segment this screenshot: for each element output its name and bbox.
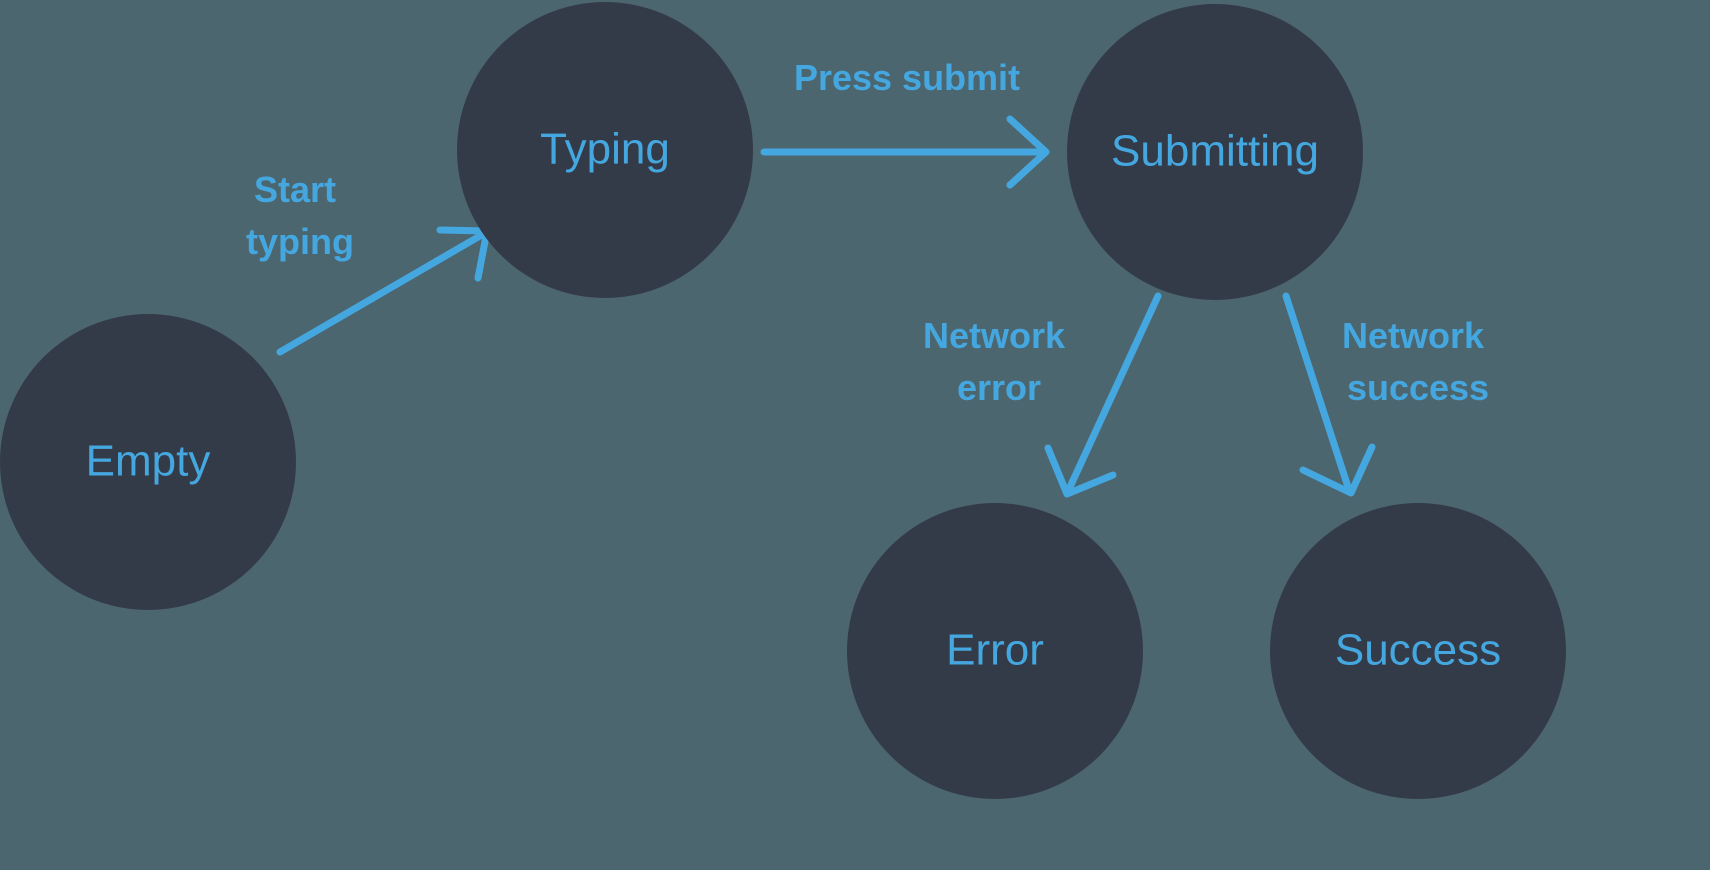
transition-empty-to-typing[interactable]: Start typing [246,169,491,356]
state-label-typing: Typing [540,125,670,174]
state-label-error: Error [946,626,1044,675]
transition-label-line-2: success [1347,367,1489,408]
state-circle-submitting[interactable] [1067,4,1363,300]
arrowhead-network-success [1299,443,1376,497]
transition-label-network-success: Network success [1342,315,1494,408]
transition-label-line-2: typing [246,221,354,262]
state-label-empty: Empty [86,437,211,486]
transitions-layer: Start typing Press submit Network error [246,57,1494,498]
transition-label-press-submit: Press submit [794,57,1020,98]
state-circle-empty[interactable] [0,314,296,610]
transition-label-line-1: Network [1342,315,1485,356]
state-circle-success[interactable] [1270,503,1566,799]
transition-submitting-to-success[interactable]: Network success [1282,292,1494,497]
transition-typing-to-submitting[interactable]: Press submit [760,57,1050,189]
transition-label-line-1: Start [254,169,336,210]
state-node-typing[interactable]: Typing [457,2,753,298]
arrowhead-network-error [1044,444,1117,498]
state-node-empty[interactable]: Empty [0,314,296,610]
transition-label-network-error: Network error [923,315,1075,408]
transition-line-start-typing [276,229,489,356]
state-circle-error[interactable] [847,503,1143,799]
states-layer: Empty Typing Submitting Error Success [0,2,1566,799]
transition-submitting-to-error[interactable]: Network error [923,292,1162,498]
transition-label-start-typing: Start typing [246,169,354,262]
state-node-error[interactable]: Error [847,503,1143,799]
state-circle-typing[interactable] [457,2,753,298]
arrowhead-press-submit [1006,115,1050,189]
state-node-submitting[interactable]: Submitting [1067,4,1363,300]
state-node-success[interactable]: Success [1270,503,1566,799]
transition-label-line-1: Network [923,315,1066,356]
state-label-success: Success [1335,626,1501,675]
state-label-submitting: Submitting [1111,127,1319,176]
transition-line-network-error [1066,292,1162,491]
transition-label-line-1: Press submit [794,57,1020,98]
transition-label-line-2: error [957,367,1041,408]
transition-line-network-success [1282,292,1352,491]
